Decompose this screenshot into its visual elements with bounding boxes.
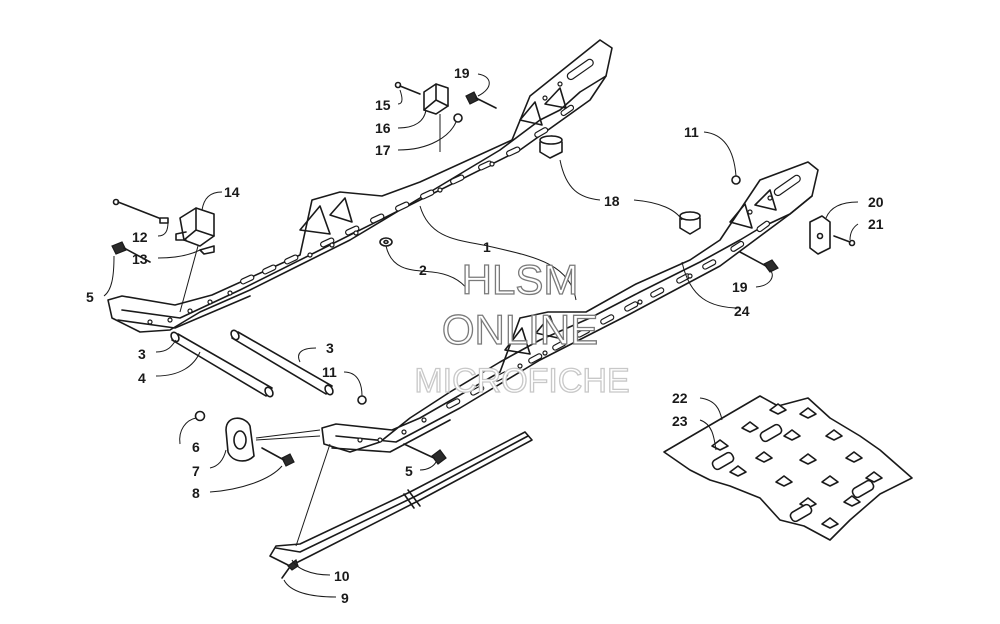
bolt-5-lower: [403, 443, 447, 465]
clip-13: [199, 245, 215, 255]
block-16: [423, 83, 449, 115]
track-clips-23: [711, 423, 875, 523]
bolt-19-upper: [465, 91, 497, 109]
watermark-line-2: ONLINE: [442, 306, 598, 353]
bracket-20: [809, 215, 831, 255]
nut-17: [453, 113, 463, 123]
screw-9: [281, 559, 299, 579]
watermark-line-3: MICROFICHE: [414, 362, 629, 400]
callout-7: 7: [192, 463, 200, 479]
wear-strip-10: [269, 431, 533, 567]
callout-3-left: 3: [138, 346, 146, 362]
track-lugs: [711, 403, 883, 529]
callout-19-lower: 19: [732, 279, 748, 295]
callout-4: 4: [138, 370, 146, 386]
callout-22: 22: [672, 390, 688, 406]
cross-shafts: [170, 329, 334, 398]
pin-12: [112, 198, 169, 224]
left-rail-rivets: [147, 81, 563, 325]
callout-21: 21: [868, 216, 884, 232]
bolt-19-lower: [739, 251, 779, 273]
callout-24: 24: [734, 303, 750, 319]
screw-15: [394, 81, 421, 95]
callout-23: 23: [672, 413, 688, 429]
watermark: HLSM ONLINE MICROFICHE: [414, 255, 631, 400]
callout-8: 8: [192, 485, 200, 501]
callout-labels: 1 2 3 3 4 5 5 6 7 8 9 10 11 11 12 13 14 …: [86, 65, 884, 606]
nut-11-lower: [357, 395, 367, 405]
nut-11-upper: [731, 175, 741, 185]
callout-1: 1: [483, 239, 491, 255]
track-section-22: [663, 395, 913, 541]
callout-18: 18: [604, 193, 620, 209]
callout-19-upper: 19: [454, 65, 470, 81]
callout-12: 12: [132, 229, 148, 245]
watermark-line-1: HLSM: [462, 256, 579, 303]
callout-5-lower: 5: [405, 463, 413, 479]
leader-lines: [103, 73, 859, 598]
callout-17: 17: [375, 142, 391, 158]
spacer-18-upper: [539, 135, 563, 159]
callout-20: 20: [868, 194, 884, 210]
callout-3-middle: 3: [326, 340, 334, 356]
callout-14: 14: [224, 184, 240, 200]
right-slide-rail: [321, 161, 819, 453]
callout-13: 13: [132, 251, 148, 267]
callout-9: 9: [341, 590, 349, 606]
bolt-5-upper: [111, 241, 151, 263]
washer-2: [379, 237, 393, 247]
nut-6: [194, 410, 206, 422]
spacer-18-lower: [679, 211, 701, 235]
callout-10: 10: [334, 568, 350, 584]
callout-15: 15: [375, 97, 391, 113]
screw-21: [833, 235, 856, 247]
left-rail-slots: [240, 58, 594, 285]
wheel-bracket-7: [225, 417, 255, 462]
callout-2: 2: [419, 262, 427, 278]
callout-16: 16: [375, 120, 391, 136]
left-slide-rail: [107, 39, 613, 333]
callout-11-lower: 11: [322, 364, 337, 380]
right-rail-slots: [446, 174, 801, 409]
bracket-14: [175, 207, 215, 247]
callout-5-upper: 5: [86, 289, 94, 305]
callout-6: 6: [192, 439, 200, 455]
bolt-8: [261, 447, 295, 467]
callout-11-upper: 11: [684, 124, 699, 140]
